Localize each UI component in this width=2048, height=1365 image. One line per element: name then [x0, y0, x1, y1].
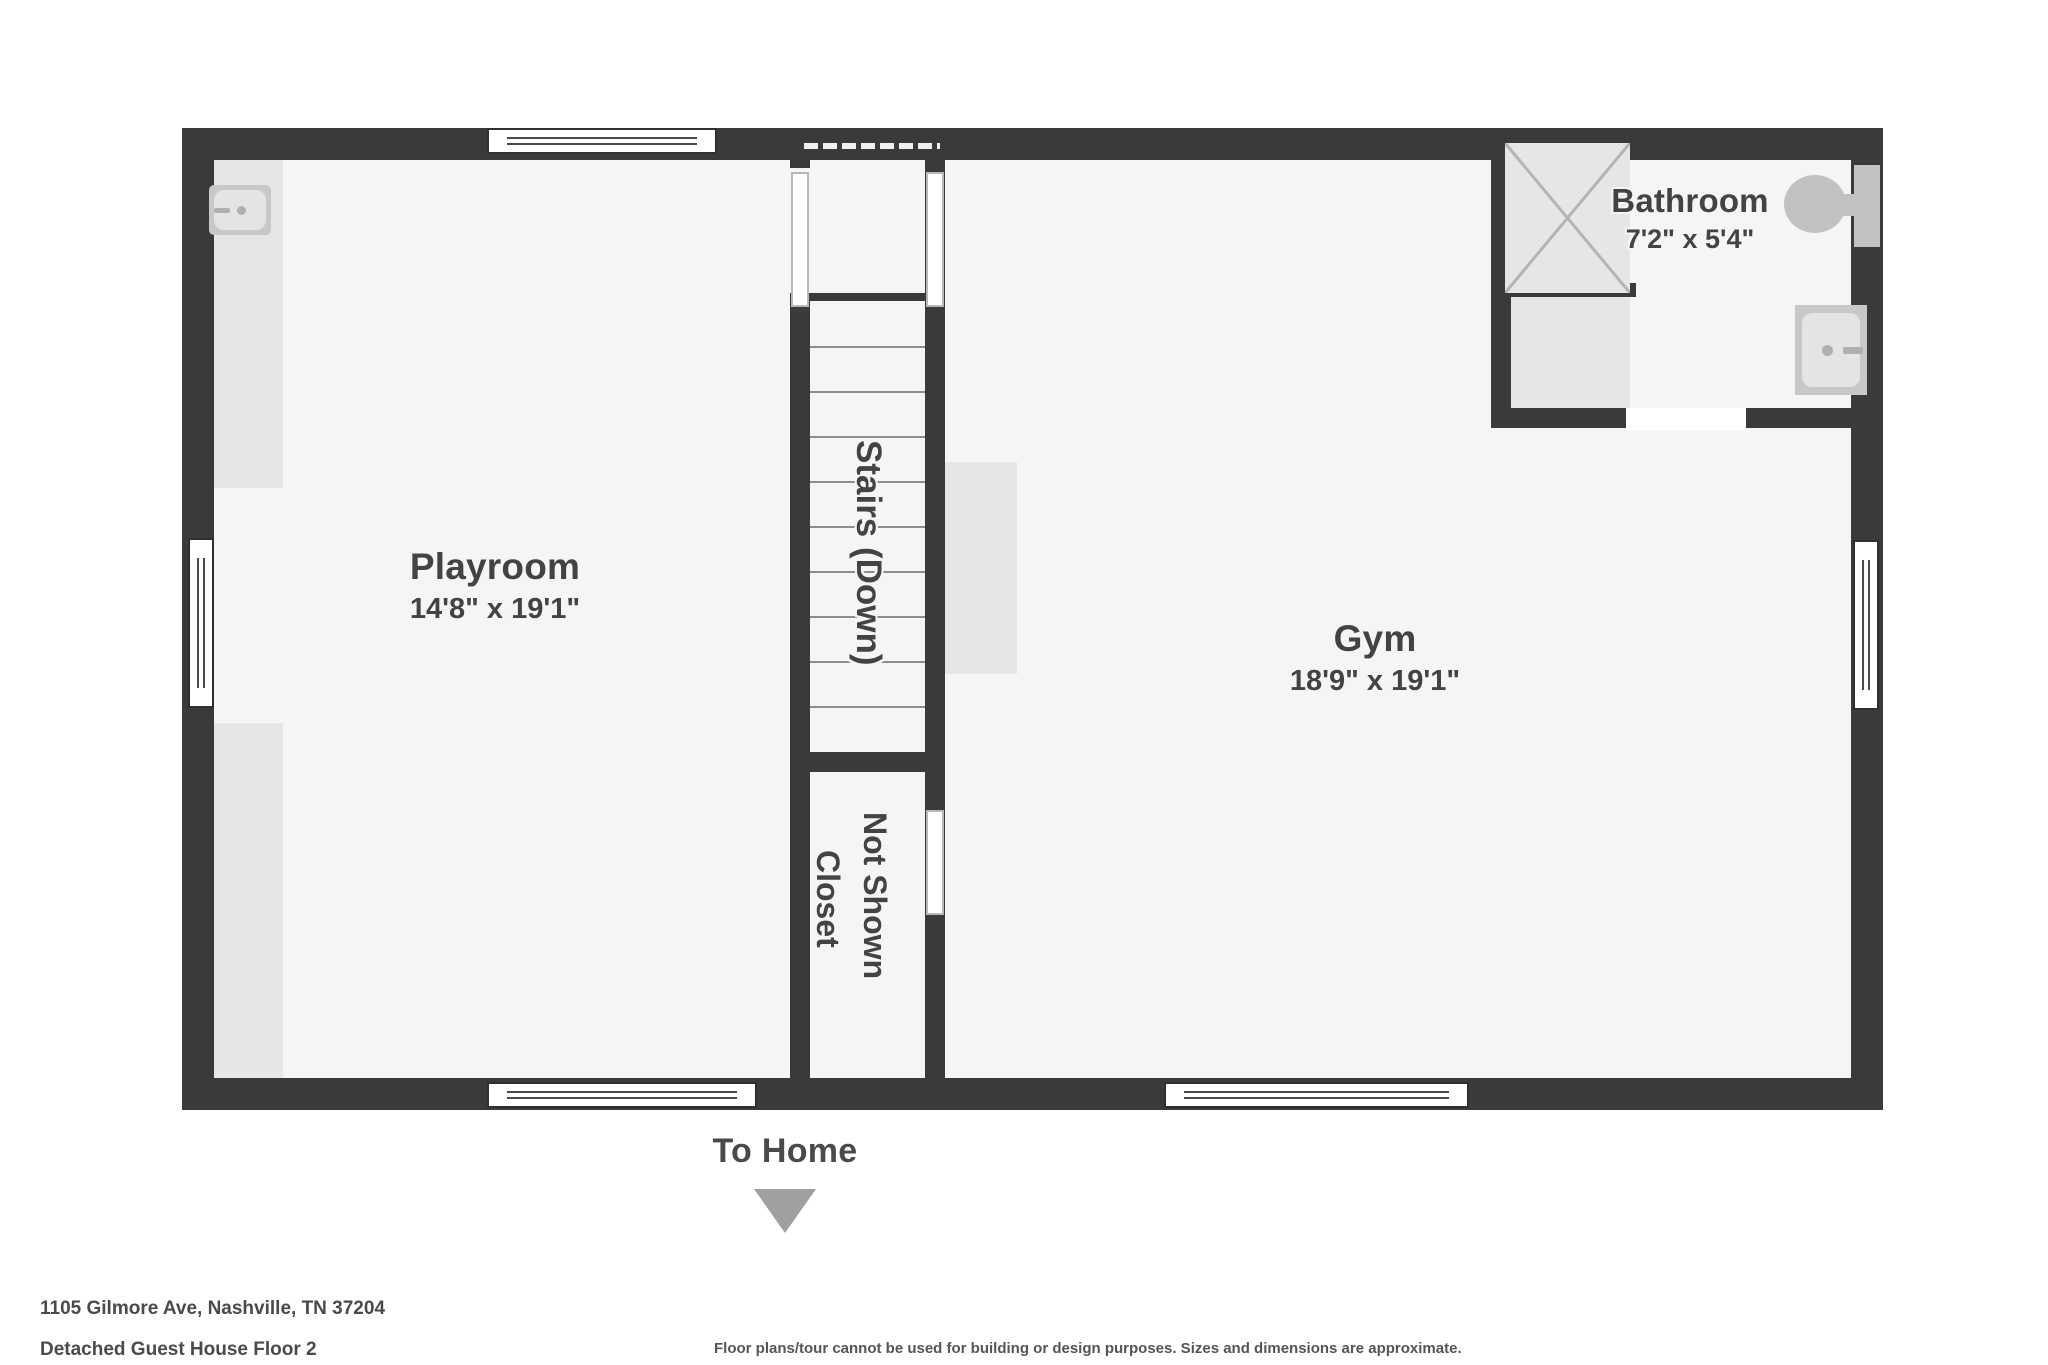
gym-dimensions: 18'9" x 19'1" [1289, 664, 1461, 697]
gym-label: Gym 18'9" x 19'1" [1200, 617, 1550, 698]
gym-alcove-left [940, 462, 1017, 674]
stair-header-dashed-line [804, 143, 940, 149]
stair-landing-divider [790, 293, 945, 301]
stairs-tread-group [810, 301, 925, 752]
shower-icon [1505, 143, 1630, 293]
door-stairwell-left-upper [791, 172, 809, 307]
door-closet-right [926, 810, 944, 915]
window-top-playroom [487, 128, 717, 154]
stairwell-floor [805, 143, 935, 1093]
bathroom-label: Bathroom 7'2" x 5'4" [1515, 182, 1865, 256]
bathroom-dimensions: 7'2" x 5'4" [1625, 223, 1755, 254]
window-bottom-gym [1164, 1082, 1469, 1108]
playroom-dimensions: 14'8" x 19'1" [409, 592, 581, 625]
exterior-wall-bottom [182, 1078, 1883, 1110]
playroom-label: Playroom 14'8" x 19'1" [320, 545, 670, 626]
stairwell-top-stub-left [790, 143, 810, 168]
footer-subtitle: Detached Guest House Floor 2 [40, 1339, 317, 1360]
sink-icon [209, 185, 271, 235]
toilet-icon [1784, 165, 1880, 247]
footer-disclaimer: Floor plans/tour cannot be used for buil… [714, 1340, 1462, 1357]
gym-name: Gym [1333, 618, 1417, 659]
stairwell-wall-left [790, 300, 810, 1093]
closet-label-line2: Not Shown [857, 812, 893, 980]
to-home-marker: To Home [700, 1132, 870, 1233]
sink-icon [1795, 305, 1867, 395]
closet-label-line1: Closet [810, 850, 846, 948]
playroom-name: Playroom [409, 546, 581, 587]
window-left-playroom [188, 538, 214, 708]
footer-address: 1105 Gilmore Ave, Nashville, TN 37204 [40, 1298, 386, 1319]
stairs-label: Stairs (Down) [849, 440, 888, 666]
bathroom-name: Bathroom [1611, 182, 1769, 219]
window-right-gym [1853, 540, 1879, 710]
playroom-floor [185, 143, 805, 1093]
window-bottom-playroom [487, 1082, 757, 1108]
to-home-label: To Home [712, 1132, 858, 1170]
triangle-down-icon [754, 1189, 816, 1233]
closet-divider-wall [790, 752, 945, 772]
door-bathroom-bottom [1626, 408, 1746, 430]
door-stairwell-right-upper [926, 172, 944, 307]
